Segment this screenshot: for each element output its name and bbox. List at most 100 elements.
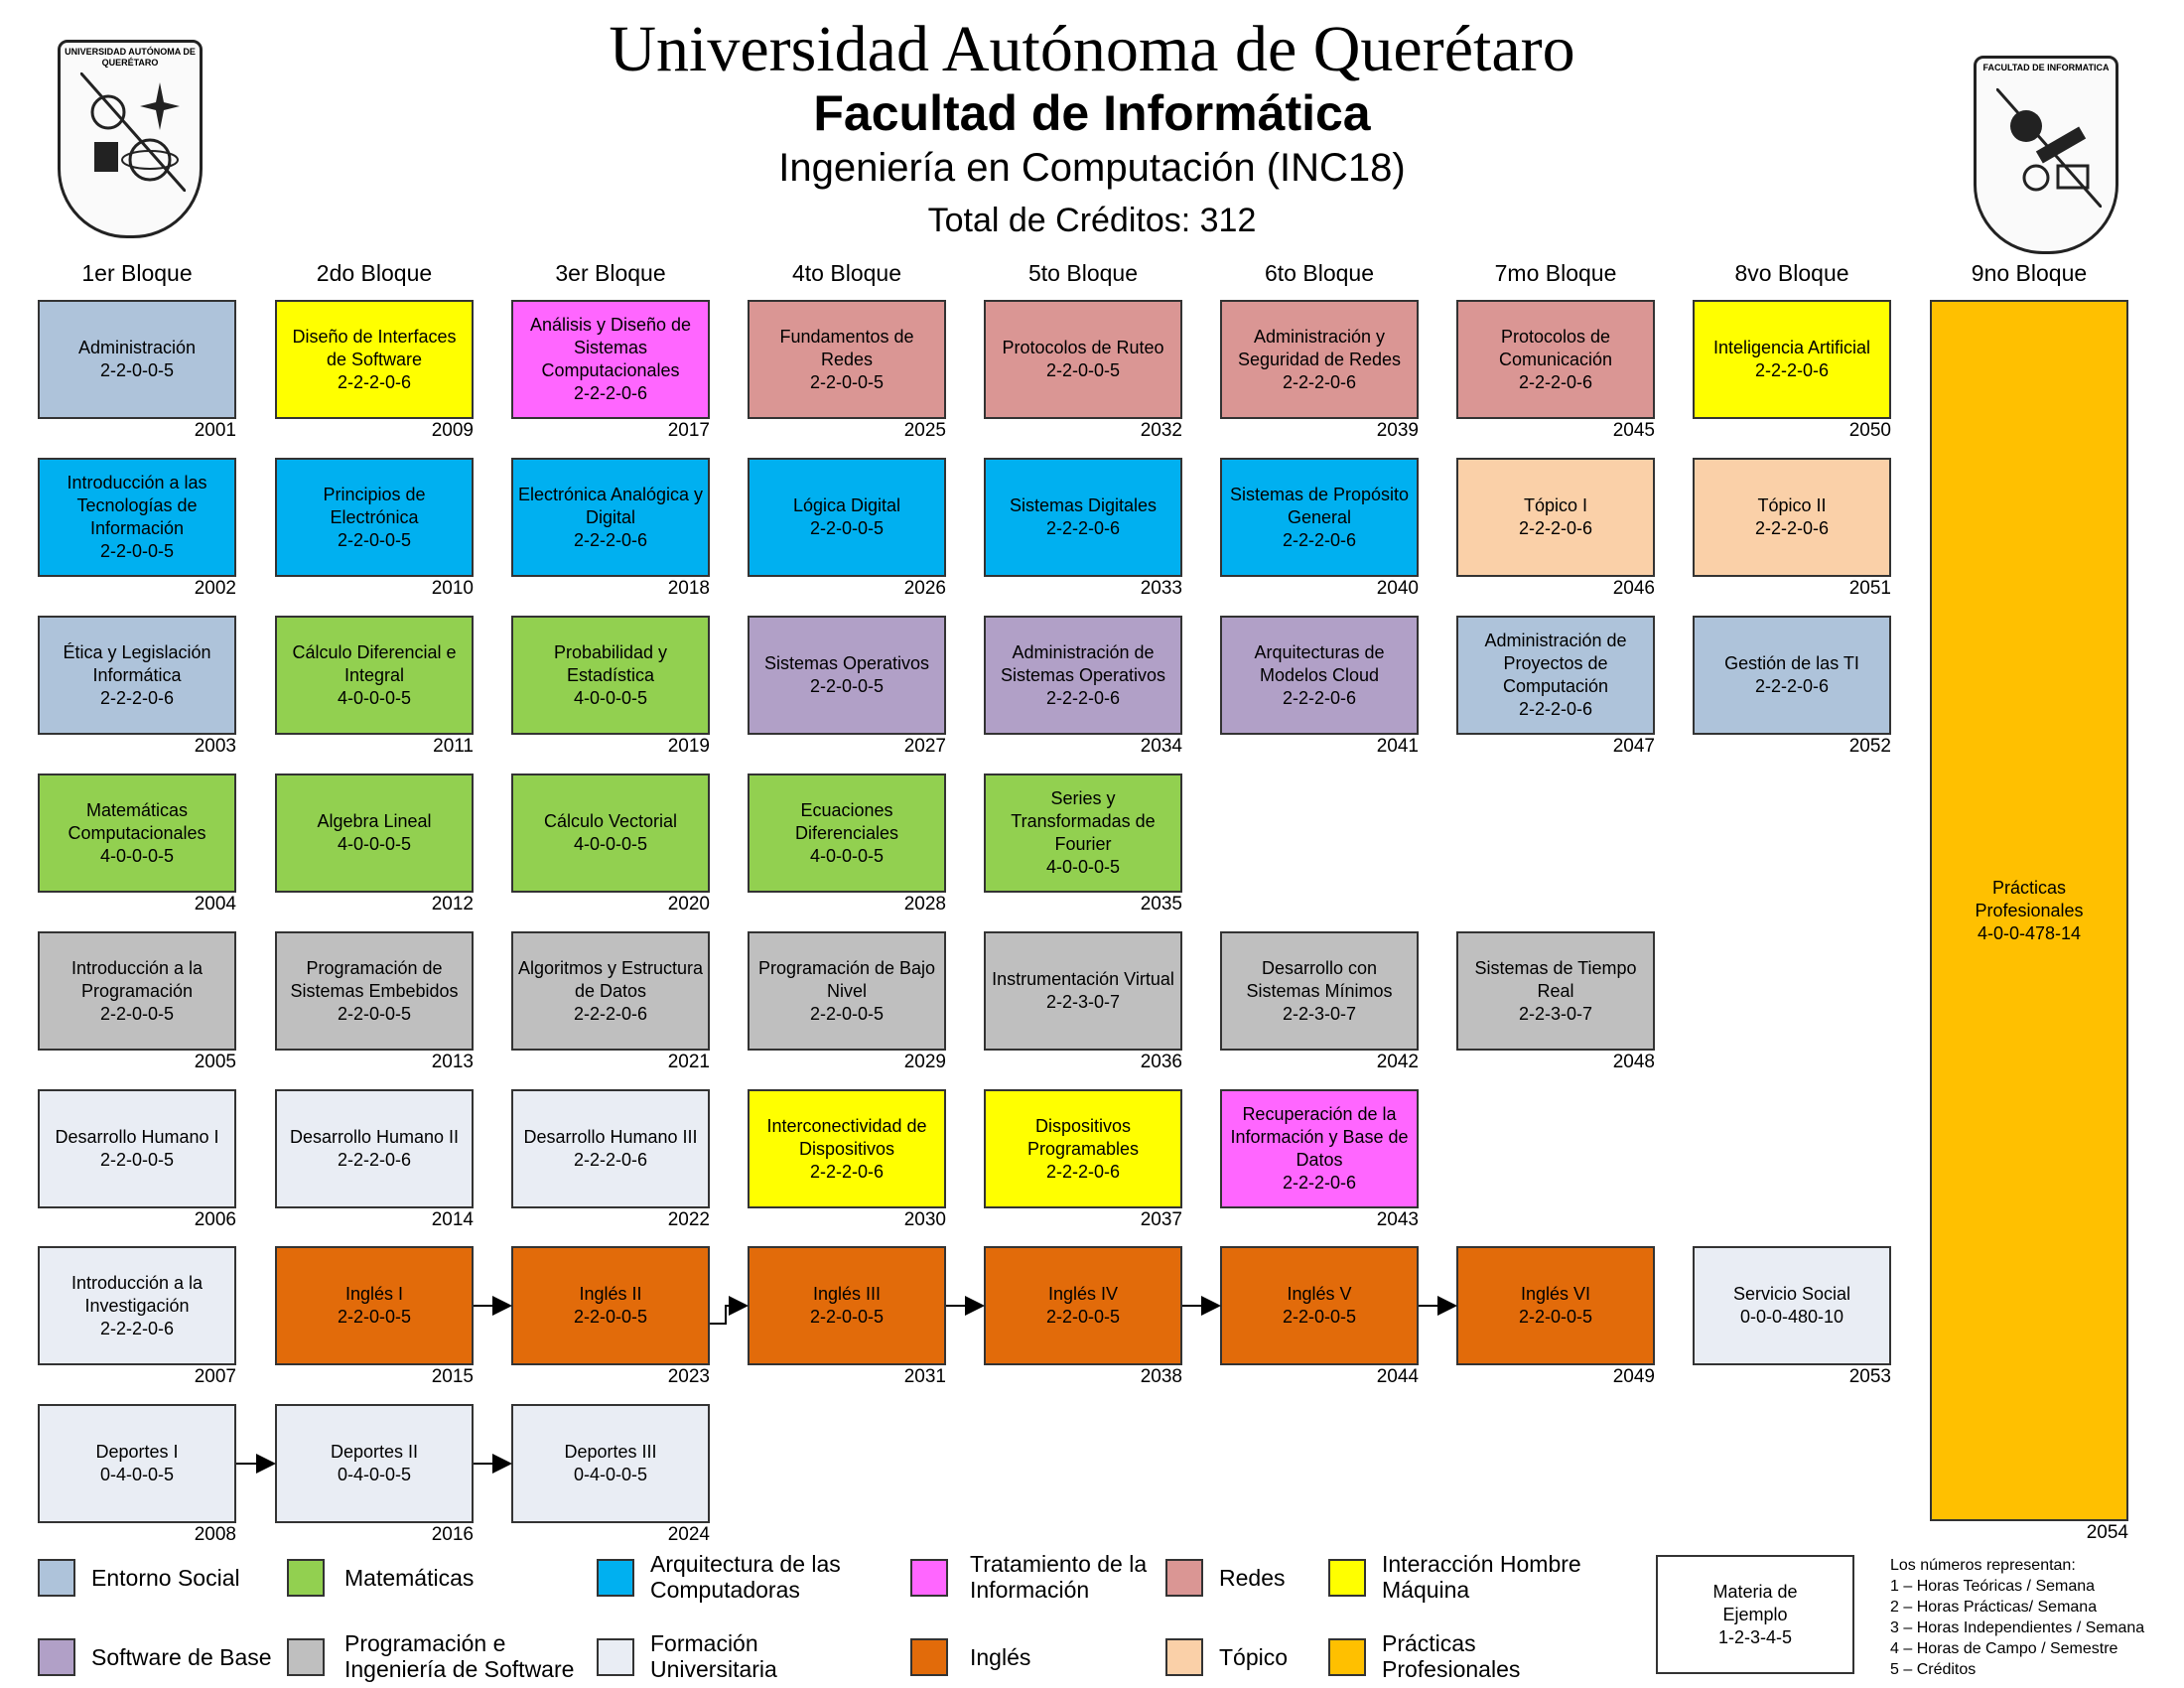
course-code: 2012 — [431, 894, 474, 914]
legend-label: Software de Base — [91, 1644, 272, 1670]
explanation-line: 1 – Horas Teóricas / Semana — [1890, 1578, 2096, 1595]
course-name: Diseño de Interfaces de Software — [292, 326, 457, 369]
course-hours: 2-2-3-0-7 — [1282, 1003, 1357, 1024]
program-title: Ingeniería en Computación (INC18) — [778, 146, 1406, 190]
course-code: 2018 — [667, 578, 710, 599]
course-hours: 4-0-0-0-5 — [337, 834, 412, 854]
course-hours: 2-2-0-0-5 — [1045, 1307, 1121, 1327]
course-code: 2050 — [1848, 420, 1891, 441]
course-code: 2046 — [1612, 578, 1655, 599]
course-hours: 2-2-0-0-5 — [809, 676, 885, 696]
course-hours: 0-4-0-0-5 — [573, 1465, 647, 1484]
block-header-1: 1er Bloque — [81, 260, 193, 286]
block-header-3: 3er Bloque — [555, 260, 666, 286]
course-hours: 4-0-0-0-5 — [809, 845, 885, 866]
course-hours: 2-2-0-0-5 — [1282, 1307, 1357, 1327]
course-hours: 2-2-0-0-5 — [809, 518, 885, 538]
course-name: Sistemas Operativos — [763, 653, 930, 673]
course-code: 2052 — [1848, 736, 1891, 757]
course-code: 2037 — [1140, 1209, 1182, 1230]
course-code: 2035 — [1140, 894, 1182, 914]
course-code: 2047 — [1612, 736, 1655, 757]
course-code: 2014 — [431, 1209, 474, 1230]
course-hours: 2-2-0-0-5 — [1518, 1307, 1593, 1327]
course-name: Cálculo Vectorial — [543, 811, 678, 831]
course-name: Protocolos de Comunicación — [1498, 326, 1613, 369]
course-name: Cálculo Diferencial e Integral — [292, 641, 457, 685]
course-name: Análisis y Diseño de Sistemas Computacio… — [529, 315, 692, 380]
legend-swatch — [1328, 1638, 1366, 1676]
course-box: Análisis y Diseño de Sistemas Computacio… — [511, 300, 710, 419]
course-name: Inteligencia Artificial — [1712, 338, 1871, 357]
course-name: Protocolos de Ruteo — [1002, 338, 1164, 357]
course-hours: 2-2-3-0-7 — [1518, 1003, 1593, 1024]
course-name: Instrumentación Virtual — [992, 969, 1174, 989]
course-code: 2030 — [903, 1209, 946, 1230]
legend-swatch — [910, 1559, 948, 1597]
course-box: Introducción a las Tecnologías de Inform… — [38, 458, 236, 577]
course-name: Electrónica Analógica y Digital — [517, 484, 704, 527]
course-hours: 2-2-2-0-6 — [1518, 699, 1593, 719]
course-code: 2016 — [431, 1524, 474, 1545]
course-hours: 0-4-0-0-5 — [337, 1465, 411, 1484]
course-hours: 4-0-0-0-5 — [99, 845, 175, 866]
course-name: Prácticas Profesionales — [1975, 877, 2084, 920]
legend-label: Matemáticas — [344, 1565, 475, 1591]
course-hours: 2-2-0-0-5 — [809, 1307, 885, 1327]
course-hours: 2-2-3-0-7 — [1045, 992, 1120, 1012]
course-code: 2053 — [1848, 1366, 1891, 1387]
course-name: Algebra Lineal — [317, 811, 432, 831]
block-header-4: 4to Bloque — [792, 260, 901, 286]
total-credits: Total de Créditos: 312 — [927, 202, 1257, 239]
course-hours: 2-2-0-0-5 — [99, 360, 174, 380]
course-hours: 4-0-0-0-5 — [1045, 857, 1121, 877]
university-title: Universidad Autónoma de Querétaro — [609, 13, 1575, 85]
course-hours: 2-2-0-0-5 — [99, 541, 175, 561]
block-header-5: 5to Bloque — [1028, 260, 1138, 286]
sample-course-hours: 1-2-3-4-5 — [1717, 1626, 1793, 1647]
block-header-7: 7mo Bloque — [1494, 260, 1617, 286]
legend-label: Tratamiento de la Información — [970, 1551, 1148, 1603]
course-name: Algoritmos y Estructura de Datos — [517, 957, 704, 1001]
course-hours: 4-0-0-478-14 — [1977, 922, 2082, 943]
course-hours: 0-0-0-480-10 — [1739, 1307, 1844, 1327]
course-hours: 2-2-0-0-5 — [337, 1307, 412, 1327]
course-code: 2003 — [194, 736, 236, 757]
sample-course-box: Materia de Ejemplo 1-2-3-4-5 — [1656, 1555, 1854, 1674]
course-name: Desarrollo Humano III — [523, 1127, 698, 1147]
legend-swatch — [38, 1638, 75, 1676]
course-code: 2020 — [667, 894, 710, 914]
legend-label: Formación Universitaria — [650, 1630, 777, 1682]
course-box: Cálculo Vectorial 4-0-0-0-5 — [511, 774, 710, 893]
course-hours: 4-0-0-0-5 — [573, 834, 647, 854]
course-hours: 2-2-2-0-6 — [809, 1161, 885, 1182]
course-code: 2042 — [1376, 1052, 1419, 1072]
course-code: 2026 — [903, 578, 946, 599]
course-name: Matemáticas Computacionales — [68, 799, 206, 843]
legend-label: Redes — [1219, 1565, 1286, 1591]
course-code: 2051 — [1848, 578, 1891, 599]
course-code: 2041 — [1376, 736, 1419, 757]
course-name: Recuperación de la Información y Base de… — [1230, 1104, 1409, 1170]
fif-seal-text: FACULTAD DE INFORMATICA — [1982, 63, 2110, 72]
legend-swatch — [38, 1559, 75, 1597]
course-name: Introducción a la Programación — [70, 957, 204, 1001]
